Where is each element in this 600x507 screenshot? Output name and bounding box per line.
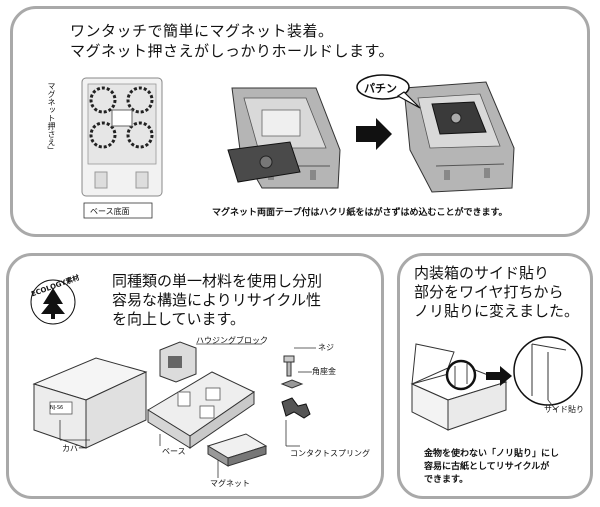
housing-block-illustration: [159, 341, 197, 383]
packaging-title-line3: ノリ貼りに変えました。: [414, 302, 580, 320]
square-washer-label: 角座金: [312, 367, 336, 376]
cover-illustration: [32, 357, 148, 449]
pachin-bubble: [356, 74, 410, 100]
magnet-label: マグネット: [210, 479, 250, 488]
screw-illustration: [283, 355, 295, 377]
base-bottom-label: ベース底面: [90, 207, 130, 216]
arrow-icon-2: [486, 366, 512, 386]
packaging-caption-line2: 容易に古紙としてリサイクルが: [424, 462, 550, 472]
base-label: ベース: [162, 447, 186, 456]
side-glue-label: サイド貼り: [544, 405, 584, 414]
recycle-title-line1: 同種類の単一材料を使用し分別: [112, 272, 323, 290]
magnet-holder-label: マグネット押さえ」: [47, 82, 56, 154]
packaging-title-line2: 部分をワイヤ打ちから: [414, 283, 564, 301]
base-bottom-illustration: [81, 77, 163, 197]
magnet-title-line2: マグネット押さえがしっかりホールドします。: [70, 42, 395, 60]
contact-spring-label: コンタクトスプリング: [290, 449, 370, 458]
device-before-illustration: [227, 87, 341, 189]
cover-label: カバー: [62, 444, 86, 453]
base-illustration: [147, 371, 255, 449]
magnet-illustration: [206, 433, 268, 467]
screw-label: ネジ: [318, 343, 334, 352]
arrow-icon: [356, 118, 392, 150]
square-washer-illustration: [280, 379, 304, 389]
recycle-title-line2: 容易な構造によりリサイクル性: [112, 291, 321, 309]
pachin-text: パチン: [364, 82, 397, 95]
housing-block-label: ハウジングブロック: [196, 336, 268, 345]
packaging-title-line1: 内装箱のサイド貼り: [414, 264, 550, 282]
packaging-caption-line1: 金物を使わない「ノリ貼り」にし: [424, 449, 560, 459]
inner-box-illustration: [410, 343, 508, 431]
ecology-logo: [30, 279, 76, 325]
magnet-title-line1: ワンタッチで簡単にマグネット装着。: [70, 22, 334, 40]
base-label-box: [83, 202, 153, 219]
detail-circle-small: [445, 359, 477, 391]
device-after-illustration: [403, 81, 515, 193]
cover-brand-text: NJ-S6: [50, 405, 64, 411]
contact-spring-illustration: [281, 397, 311, 419]
recycle-title-line3: を向上しています。: [112, 310, 246, 328]
magnet-caption: マグネット両面テープ付はハクリ紙をはがさずはめ込むことができます。: [212, 208, 508, 218]
packaging-caption-line3: できます。: [424, 475, 469, 485]
